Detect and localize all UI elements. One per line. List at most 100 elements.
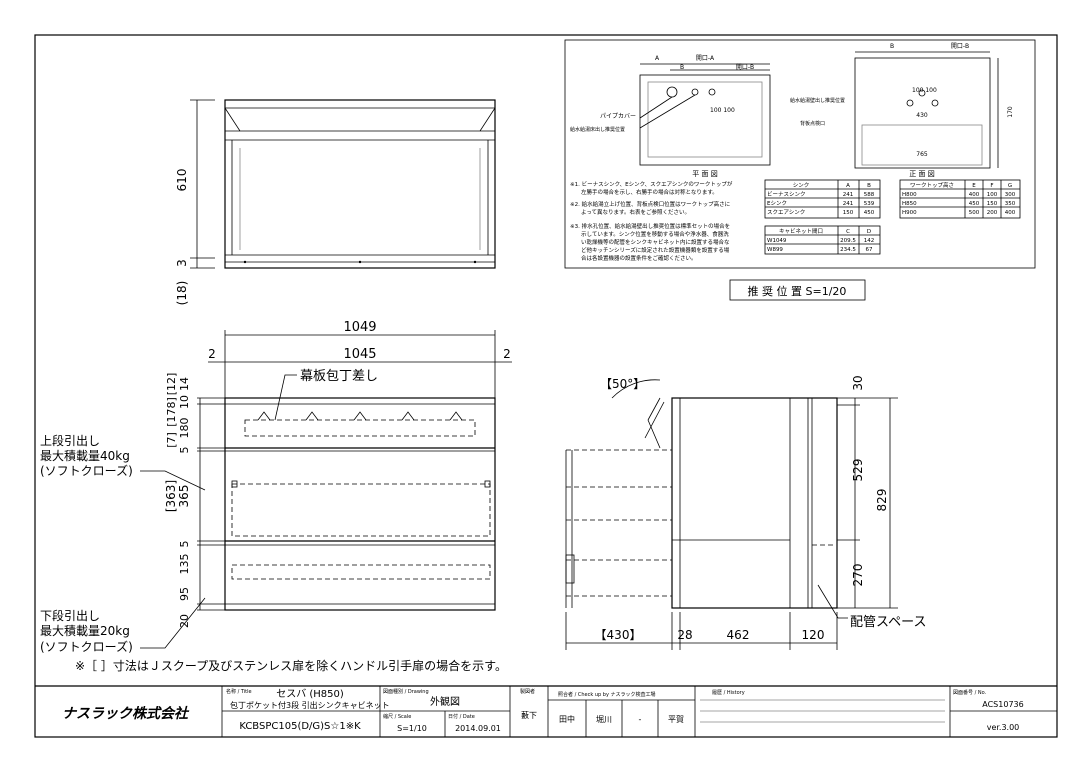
tb-version: ver.3.00 <box>987 723 1020 732</box>
dim-1049: 1049 <box>343 320 376 335</box>
dim-18: (18) <box>175 281 189 306</box>
tb-drawing-label: 図面種別 / Drawing <box>383 688 429 695</box>
wt-r2-c2: 200 <box>987 210 998 216</box>
rb-front-title: 正 面 図 <box>909 170 934 178</box>
rb-back-inspect: 背板点検口 <box>800 120 825 127</box>
tb-product: 包丁ポケット付3段 引出シンクキャビネット <box>230 700 390 710</box>
dim-529: 529 <box>851 459 865 482</box>
rb-opening-b-front: 開口-B <box>951 43 969 50</box>
wt-r0-c0: H800 <box>902 192 917 198</box>
sink-r0-c0: ビーナスシンク <box>767 190 806 198</box>
dim-180: 180 <box>178 418 191 439</box>
dim-10: 10 <box>178 395 191 409</box>
rb-note-5: ※3. 排水孔位置、給水給湯壁出し推奨位置は標準セットの場合を <box>570 222 730 230</box>
rb-pipe-cover: パイプカバー <box>600 113 636 120</box>
dim-95: 95 <box>178 587 191 601</box>
label-upper-drawer-2: 最大積載量40kg <box>40 448 130 463</box>
tb-drawn-by: 藪下 <box>521 710 537 720</box>
rb-note-3: ※2. 給水給湯立上げ位置、背板点検口位置はワークトップ高さに <box>570 200 730 208</box>
dim-5a: 5 <box>178 447 191 454</box>
sink-r2-c0: スクエアシンク <box>767 209 805 216</box>
wt-r0-c1: 400 <box>969 192 980 198</box>
dim-610: 610 <box>175 169 189 192</box>
top-view <box>190 99 496 269</box>
dim-gap-right: 2 <box>503 347 511 361</box>
wt-r2-c0: H900 <box>902 210 917 216</box>
dim-120: 120 <box>802 628 825 642</box>
tb-check-2: 堀川 <box>596 715 612 724</box>
sink-r1-c1: 241 <box>843 201 854 207</box>
rb-label-b-front: B <box>890 43 894 50</box>
cab-r0-c0: W1049 <box>767 238 787 244</box>
front-view <box>140 330 512 649</box>
rb-water-front: 給水給湯壁出し推奨位置 <box>790 97 845 104</box>
sink-r1-c2: 539 <box>864 201 875 207</box>
rb-label-b-plan: B <box>680 64 684 71</box>
tb-check-label: 照合者 / Check up by ナスラック検査工場 <box>558 691 656 698</box>
wt-th-3: G <box>1008 183 1012 189</box>
dim-14: 14 <box>178 377 191 391</box>
dim-3: 3 <box>175 259 189 267</box>
wt-r1-c3: 350 <box>1005 201 1016 207</box>
rb-dim-765: 765 <box>916 151 928 158</box>
tb-drawing-type: 外観図 <box>430 695 460 708</box>
tb-date: 2014.09.01 <box>455 724 501 733</box>
tb-check-3: - <box>639 715 642 724</box>
tb-date-label: 日付 / Date <box>448 713 475 720</box>
wt-th-2: F <box>990 183 993 189</box>
label-lower-drawer-2: 最大積載量20kg <box>40 623 130 638</box>
dim-1045: 1045 <box>343 347 376 362</box>
company-name: ナスラック株式会社 <box>62 705 190 722</box>
sink-r1-c0: Eシンク <box>767 200 787 207</box>
rb-note-9: 合は各設置機器の設置条件をご確認ください。 <box>570 254 697 262</box>
cab-th-1: C <box>846 229 850 235</box>
dim-30: 30 <box>851 375 865 390</box>
dim-365: 365 <box>177 485 191 508</box>
label-upper-drawer-1: 上段引出し <box>40 433 100 448</box>
tb-history-label: 履歴 / History <box>712 690 745 696</box>
wt-r0-c3: 300 <box>1005 192 1016 198</box>
wt-th-0: ワークトップ高さ <box>910 181 954 189</box>
tb-drawn-label: 製図者 <box>520 688 535 695</box>
title-block <box>35 685 1057 737</box>
tb-check-1: 田中 <box>559 714 575 724</box>
cab-th-0: キャビネット間口 <box>779 227 823 235</box>
wt-r2-c3: 400 <box>1005 210 1016 216</box>
tb-number: ACS10736 <box>982 700 1023 709</box>
rb-opening-b: 開口-B <box>736 64 754 71</box>
dim-135: 135 <box>178 554 191 575</box>
dim-270: 270 <box>851 564 865 587</box>
cab-r1-c2: 67 <box>866 247 873 253</box>
rb-note-2: 左勝手の場合を示し、右勝手の場合は対称となります。 <box>570 188 718 196</box>
wt-r2-c1: 500 <box>969 210 980 216</box>
wt-th-1: E <box>972 183 976 189</box>
label-lower-drawer-3: (ソフトクローズ) <box>40 639 133 654</box>
cab-th-2: D <box>867 229 871 235</box>
dim-7: [7] <box>165 432 178 448</box>
side-view <box>565 379 898 650</box>
sheet-border <box>34 34 1058 738</box>
rb-note-1: ※1. ビーナスシンク、Eシンク、スクエアシンクのワークトップが <box>570 180 733 188</box>
dim-gap-left: 2 <box>208 347 216 361</box>
dim-829: 829 <box>875 489 889 512</box>
sink-r0-c1: 241 <box>843 192 854 198</box>
tb-number-label: 図面番号 / No. <box>953 689 987 696</box>
rb-dim-430: 430 <box>916 112 928 119</box>
cab-r0-c1: 209.5 <box>840 238 856 244</box>
rb-caption: 推 奨 位 置 S=1/20 <box>748 284 847 298</box>
note-bracket-dims: ※［ ］寸法はＪスクープ及びステンレス扉を除くハンドル引手扉の場合を示す。 <box>75 658 507 673</box>
rb-note-7: い乾燥機等の配管をシンクキャビネット内に設置する場合な <box>570 238 730 246</box>
dim-12: [12] <box>165 373 178 396</box>
wt-r1-c0: H850 <box>902 201 917 207</box>
wt-r0-c2: 100 <box>987 192 998 198</box>
dim-angle: 【50°】 <box>600 377 645 391</box>
dim-363: [363] <box>164 480 178 512</box>
label-upper-drawer-3: (ソフトクローズ) <box>40 463 133 478</box>
tb-series: セスバ (H850) <box>276 688 344 700</box>
dim-430: 【430】 <box>595 628 642 642</box>
label-lower-drawer-1: 下段引出し <box>40 608 100 623</box>
rb-label-a: A <box>655 55 660 62</box>
dim-5b: 5 <box>178 541 191 548</box>
sink-r0-c2: 588 <box>864 192 875 198</box>
rb-note-6: 示しています。シンク位置を移動する場合や浄水器、食器洗 <box>570 230 729 238</box>
